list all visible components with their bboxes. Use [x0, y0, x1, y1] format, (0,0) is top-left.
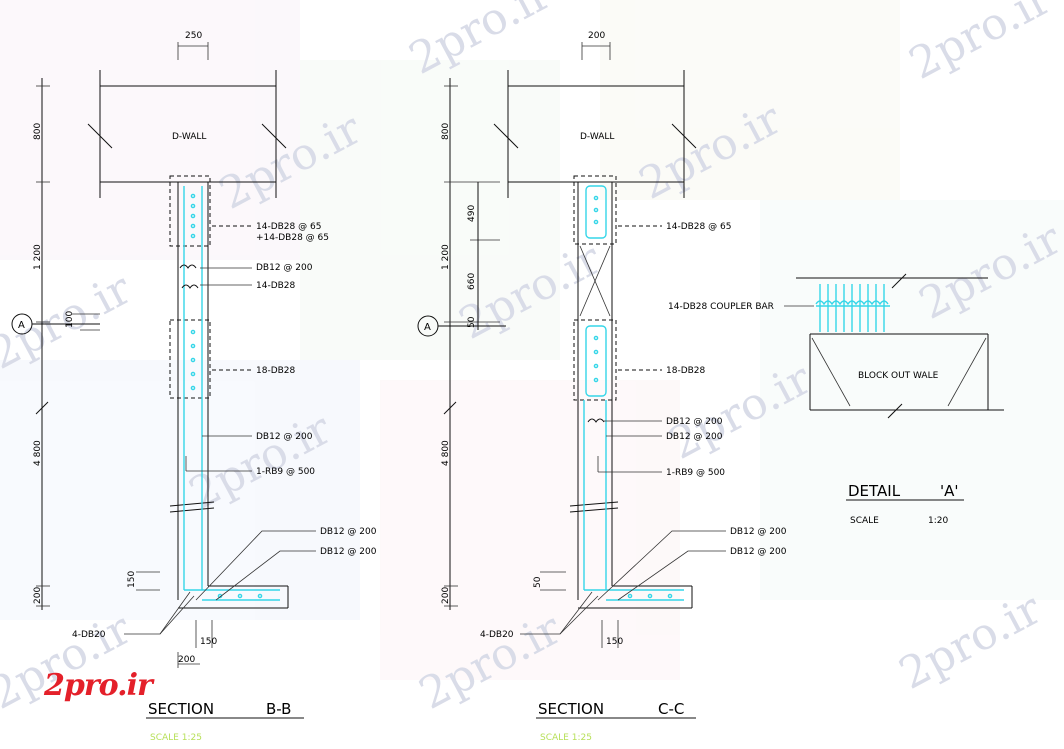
- dim-200: 200: [33, 587, 43, 604]
- watermark: 2pro.ir: [901, 0, 1060, 90]
- rebar-dots-cc: [593, 195, 673, 599]
- axis-dim-cc: 50: [467, 316, 477, 328]
- background-patches: [0, 0, 1064, 680]
- note-cc-5: 1-RB9 @ 500: [666, 468, 725, 478]
- note-bb-5: 18-DB28: [256, 366, 296, 376]
- base-label-bb: 4-DB20: [72, 630, 106, 640]
- note-cc-2: 18-DB28: [666, 366, 706, 376]
- section-bb: 250 D-WALL 800 1 200 4 800 200 A 100: [11, 31, 377, 743]
- dim-800-cc: 800: [441, 123, 451, 140]
- note-cc-3: DB12 @ 200: [666, 417, 723, 427]
- section-cc: 200 D-WALL 800 490 660 1 200 4 800 200 A…: [417, 31, 787, 743]
- dim-50-left-cc: 50: [533, 576, 543, 588]
- site-logo[interactable]: 2pro.ir: [44, 668, 153, 703]
- scale-cc: SCALE 1:25: [540, 733, 592, 743]
- note-bb-8: DB12 @ 200: [320, 527, 377, 537]
- detail-scale-value: 1:20: [928, 516, 948, 526]
- detail-scale-label: SCALE: [850, 516, 879, 526]
- axis-a-label-cc: A: [424, 322, 431, 333]
- dim-4800: 4 800: [33, 440, 43, 466]
- title-bb-right: B-B: [266, 700, 291, 718]
- watermark: 2pro.ir: [891, 583, 1050, 700]
- dim-200-bottom: 200: [178, 655, 195, 665]
- d-wall-label: D-WALL: [172, 132, 206, 142]
- note-bb-4: 14-DB28: [256, 281, 296, 291]
- note-bb-3: DB12 @ 200: [256, 263, 313, 273]
- axis-dim: 100: [65, 311, 75, 328]
- detail-title-left: DETAIL: [848, 482, 901, 500]
- d-wall-label-cc: D-WALL: [580, 132, 614, 142]
- dim-660: 660: [467, 273, 477, 290]
- scale-bb: SCALE 1:25: [150, 733, 202, 743]
- coupler-label: 14-DB28 COUPLER BAR: [668, 302, 774, 312]
- note-cc-4: DB12 @ 200: [666, 432, 723, 442]
- top-width-dim-cc: 200: [588, 31, 605, 41]
- dim-150-bottom-cc: 150: [606, 637, 623, 647]
- top-width-dim: 250: [185, 31, 202, 41]
- note-bb-6: DB12 @ 200: [256, 432, 313, 442]
- dim-490: 490: [467, 205, 477, 222]
- detail-a: 14-DB28 COUPLER BAR BLOCK OUT WALE DETAI…: [668, 273, 1004, 526]
- title-cc-right: C-C: [658, 700, 684, 718]
- dim-1200: 1 200: [33, 244, 43, 270]
- dim-150-left: 150: [127, 571, 137, 588]
- base-label-cc: 4-DB20: [480, 630, 514, 640]
- note-cc-6: DB12 @ 200: [730, 527, 787, 537]
- note-bb-9: DB12 @ 200: [320, 547, 377, 557]
- title-bb-left: SECTION: [148, 700, 214, 718]
- axis-a-label: A: [18, 320, 25, 331]
- title-cc-left: SECTION: [538, 700, 604, 718]
- dim-150-bottom: 150: [200, 637, 217, 647]
- note-bb-2: +14-DB28 @ 65: [256, 233, 329, 243]
- note-bb-7: 1-RB9 @ 500: [256, 467, 315, 477]
- note-cc-1: 14-DB28 @ 65: [666, 222, 731, 232]
- dim-1200-cc: 1 200: [441, 244, 451, 270]
- dim-800: 800: [33, 123, 43, 140]
- dim-200-cc: 200: [441, 587, 451, 604]
- note-bb-1: 14-DB28 @ 65: [256, 222, 321, 232]
- note-cc-7: DB12 @ 200: [730, 547, 787, 557]
- detail-title-right: 'A': [940, 482, 959, 500]
- coupler-bars: [815, 284, 890, 332]
- dim-4800-cc: 4 800: [441, 440, 451, 466]
- block-out-label: BLOCK OUT WALE: [858, 371, 939, 381]
